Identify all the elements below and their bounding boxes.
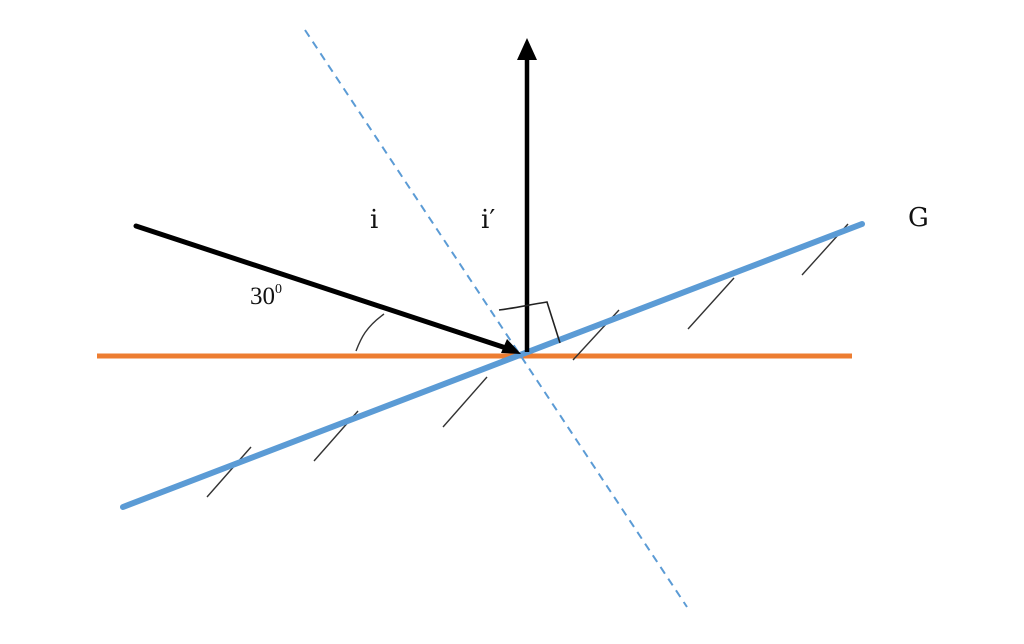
right-angle-marker [498,301,561,344]
normal-dashed-line [304,29,688,608]
mirror-label: G [908,203,929,233]
incidence-angle-label: i [370,205,378,235]
angle-degree-sup: 0 [275,282,282,297]
reflected-ray-arrowhead [517,38,537,60]
reflection-angle-label: i′ [481,205,495,235]
incident-ray-arrowhead [501,339,521,354]
mirror-hatching [206,223,849,498]
angle-arc [355,313,385,352]
angle-value: 30 [250,283,275,310]
mirror-line [120,221,865,510]
incident-ray [133,223,515,353]
angle-value-label: 300 [250,282,282,310]
